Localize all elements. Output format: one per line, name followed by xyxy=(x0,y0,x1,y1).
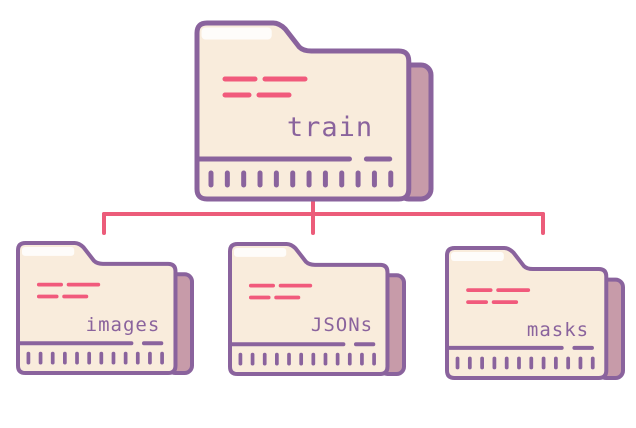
folder-label-images: images xyxy=(86,314,161,336)
folder-jsons: JSONs xyxy=(228,242,406,377)
folder-highlight xyxy=(451,252,504,262)
folder-highlight xyxy=(22,247,75,256)
folder-label-masks: masks xyxy=(527,319,589,341)
folder-body xyxy=(445,246,609,380)
folder-body xyxy=(16,241,178,375)
folder-label-train: train xyxy=(287,112,373,143)
folder-highlight xyxy=(201,27,272,40)
tree-connectors xyxy=(102,197,545,235)
folder-body xyxy=(228,242,390,376)
folder-train: train xyxy=(194,20,434,202)
folder-images: images xyxy=(16,241,194,376)
folder-highlight xyxy=(234,248,287,257)
folder-body xyxy=(194,20,412,202)
folder-label-jsons: JSONs xyxy=(311,314,373,336)
folder-masks: masks xyxy=(445,246,625,381)
